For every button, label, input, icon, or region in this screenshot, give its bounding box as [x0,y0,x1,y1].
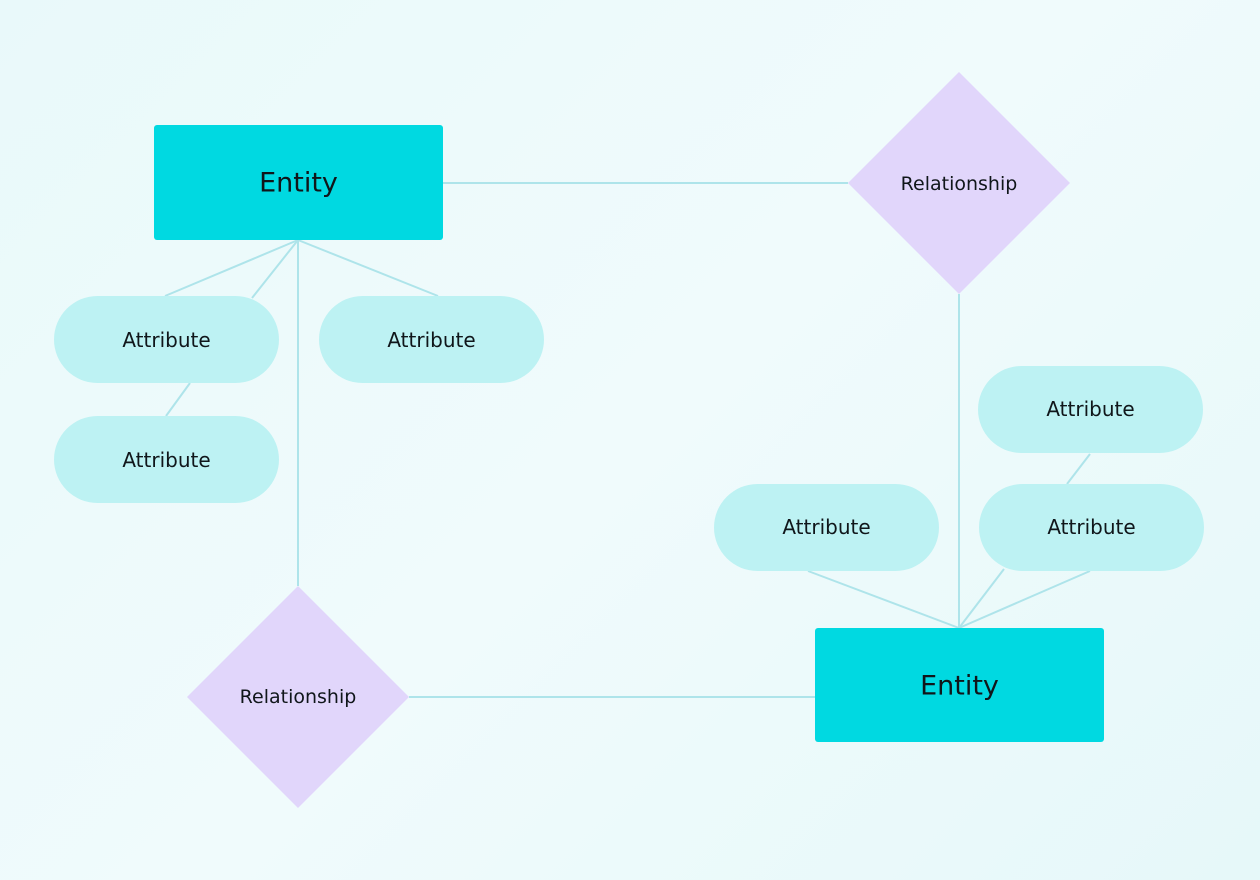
attribute-node[interactable]: Attribute [54,296,279,383]
relationship-label: Relationship [240,686,357,708]
connector-entity2-attribute5b [958,570,1091,629]
attribute-node[interactable]: Attribute [319,296,544,383]
connectors [164,182,1091,698]
attribute-label: Attribute [1046,397,1134,421]
relationship-node[interactable]: Relationship [848,72,1070,294]
entity-box [154,125,443,240]
attribute-pill [979,484,1204,571]
attribute-pill [978,366,1203,453]
entity-box [815,628,1104,742]
attribute-pill [714,484,939,571]
connector-entity1-attribute1 [164,239,299,297]
connector-entity1-attribute2 [297,239,439,297]
connector-attribute5-attribute6 [1066,453,1091,485]
attribute-node[interactable]: Attribute [714,484,939,571]
attribute-pill [54,296,279,383]
connector-entity1-attribute1b [251,239,299,299]
attribute-node[interactable]: Attribute [978,366,1203,453]
attribute-node[interactable]: Attribute [979,484,1204,571]
attribute-label: Attribute [122,328,210,352]
relationship-label: Relationship [901,173,1018,195]
connector-entity2-attribute4 [807,570,960,629]
attribute-label: Attribute [782,515,870,539]
entity-label: Entity [259,168,338,199]
attribute-label: Attribute [122,448,210,472]
relationship-diamond [848,72,1070,294]
connector-entity2-attribute5 [958,568,1005,629]
relationship-diamond [187,586,409,808]
connector-attribute1-attribute3 [165,382,191,417]
relationship-node[interactable]: Relationship [187,586,409,808]
entity-label: Entity [920,671,999,702]
attribute-pill [319,296,544,383]
entity-node[interactable]: Entity [154,125,443,240]
attribute-node[interactable]: Attribute [54,416,279,503]
attribute-pill [54,416,279,503]
entity-node[interactable]: Entity [815,628,1104,742]
attribute-label: Attribute [1047,515,1135,539]
attribute-label: Attribute [387,328,475,352]
